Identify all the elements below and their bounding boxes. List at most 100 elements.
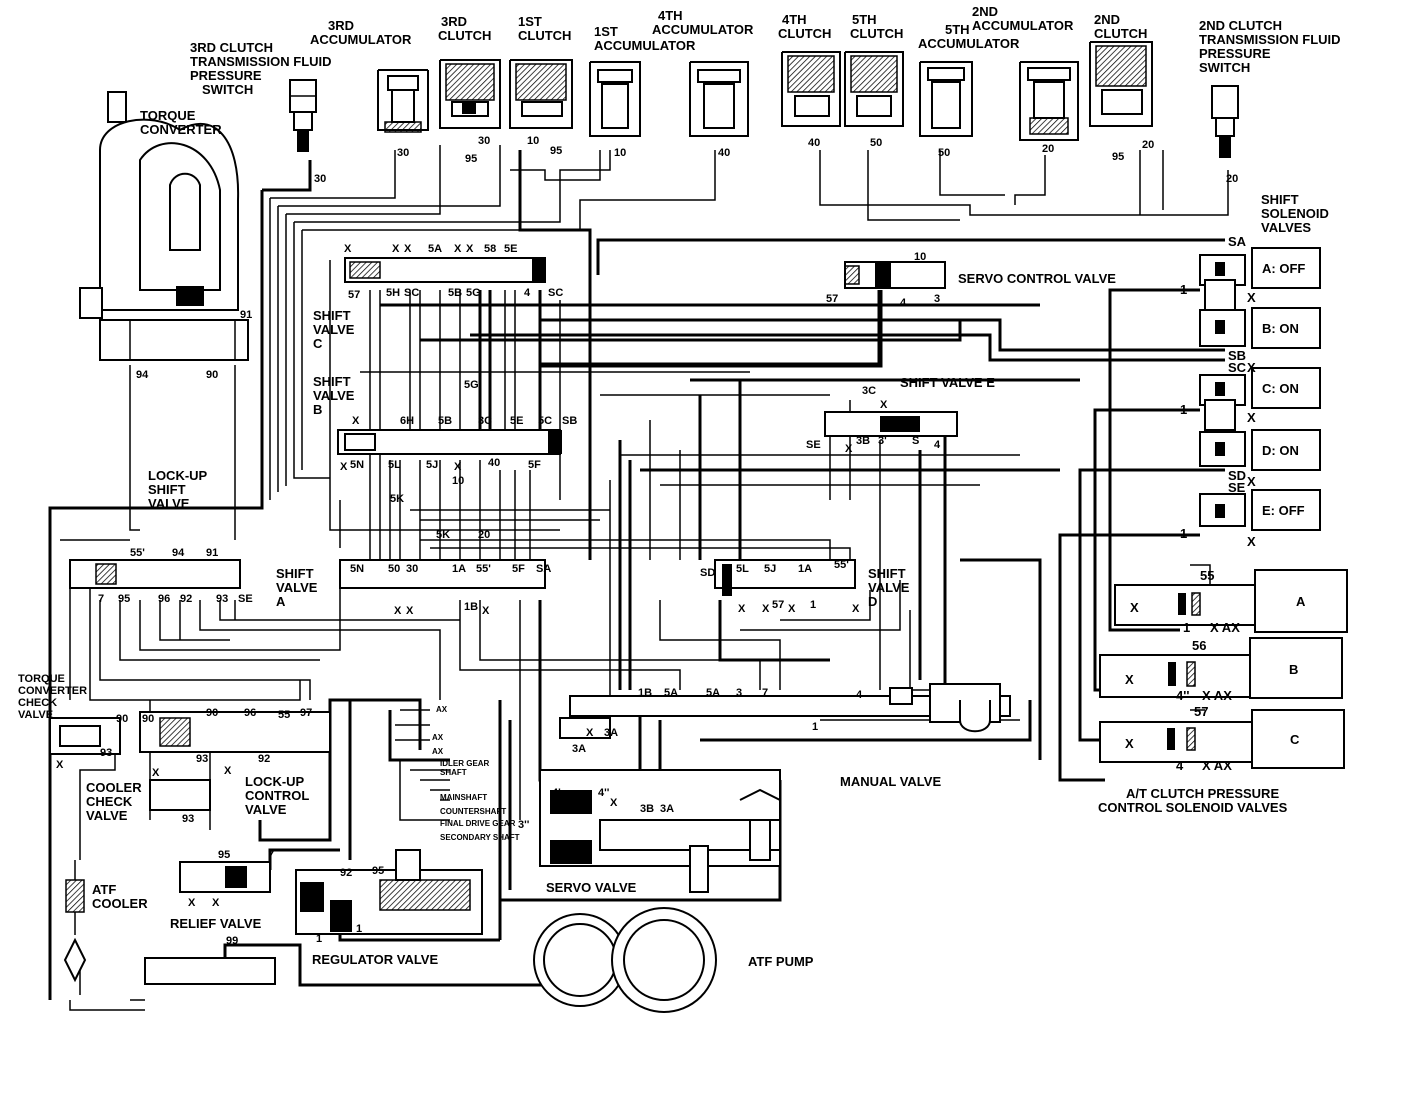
- port-tcc-x: X: [56, 759, 64, 771]
- port-se-se: SE: [806, 439, 821, 451]
- shift-valve-c: [344, 257, 546, 283]
- shaft-label-mainshaft: MAINSHAFT: [440, 793, 487, 802]
- pressure-solenoid-b-label: B: [1289, 662, 1298, 677]
- port-se-x: X: [880, 399, 888, 411]
- atf-pump: [533, 907, 717, 1013]
- regulator-valve: [295, 849, 483, 935]
- label-tc-check-valve-2: CONVERTER: [18, 685, 87, 697]
- port-acc-2nd: 20: [1042, 143, 1054, 155]
- port-sd-x3: X: [788, 603, 796, 615]
- port-mv-3a2: 3A: [572, 743, 586, 755]
- label-second-clutch-switch-1: 2ND CLUTCH: [1199, 18, 1282, 33]
- port-rv-x2: X: [212, 897, 220, 909]
- port-sv-x: X: [610, 797, 618, 809]
- pcs-b-x: X: [1125, 672, 1134, 687]
- label-second-clutch-switch-2: TRANSMISSION FLUID: [1199, 32, 1341, 47]
- port-mv-5a: 5A: [664, 687, 678, 699]
- solenoid-x-2: X: [1247, 360, 1256, 375]
- port-lc-93: 93: [196, 753, 208, 765]
- label-shift-valve-c-1: SHIFT: [313, 308, 351, 323]
- atf-cooler: [63, 879, 276, 985]
- torque-converter: [79, 91, 249, 361]
- port-sd-5l: 5L: [736, 563, 749, 575]
- port-se-s: S: [912, 435, 919, 447]
- label-second-acc-1: 2ND: [972, 4, 998, 19]
- shift-valve-a: [339, 559, 546, 589]
- port-sb-10: 10: [452, 475, 464, 487]
- label-third-clutch-switch-2: TRANSMISSION FLUID: [190, 54, 332, 69]
- label-shift-valve-d-3: D: [868, 594, 877, 609]
- shaft-labels: IDLER GEAR SHAFT MAINSHAFT COUNTERSHAFT …: [440, 759, 520, 842]
- shaft-label-final-drive: FINAL DRIVE GEAR: [440, 819, 516, 828]
- servo-control-valve: [844, 261, 946, 289]
- pressure-solenoid-c-port: 57: [1194, 704, 1208, 719]
- port-se-3b: 3B: [856, 435, 870, 447]
- label-manual-valve: MANUAL VALVE: [840, 774, 941, 789]
- label-second-clutch-2: CLUTCH: [1094, 26, 1147, 41]
- port-pump-99: 99: [226, 935, 238, 947]
- port-sd-5j: 5J: [764, 563, 776, 575]
- label-shift-valve-b-1: SHIFT: [313, 374, 351, 389]
- fifth-accumulator: [919, 61, 973, 137]
- port-lu-93: 93: [216, 593, 228, 605]
- pcs-b-4: 4'': [1176, 688, 1189, 703]
- label-clutch-pressure-1: A/T CLUTCH PRESSURE: [1126, 786, 1279, 801]
- port-sc-sc2: SC: [548, 287, 563, 299]
- second-clutch-pressure-switch: [1211, 85, 1239, 158]
- port-se-4: 4: [934, 439, 941, 451]
- pressure-solenoid-valves: [1099, 569, 1348, 769]
- shift-valve-e: [824, 411, 958, 437]
- fluid-lines: [48, 145, 1229, 1011]
- label-first-acc-2: ACCUMULATOR: [594, 38, 696, 53]
- port-lu-91: 91: [206, 547, 218, 559]
- port-sc-5a: 5A: [428, 243, 442, 255]
- port-lc-97: 97: [300, 707, 312, 719]
- label-first-acc-1: 1ST: [594, 24, 618, 39]
- first-accumulator: [589, 61, 641, 137]
- port-sd-x2: X: [762, 603, 770, 615]
- pressure-solenoid-b-port: 56: [1192, 638, 1206, 653]
- port-clutch-2nd-b: 20: [1142, 139, 1154, 151]
- port-reg-95: 95: [372, 865, 384, 877]
- port-clutch-1st-b: 95: [550, 145, 562, 157]
- port-acc-5th: 50: [938, 147, 950, 159]
- port-switch-2nd: 20: [1226, 173, 1238, 185]
- port-sd-x1: X: [738, 603, 746, 615]
- label-tc-check-valve-1: TORQUE: [18, 673, 65, 685]
- port-servo-3: 3: [934, 293, 940, 305]
- port-sa-5n: 5N: [350, 563, 364, 575]
- port-tc-90: 90: [206, 369, 218, 381]
- pcs-a-1: 1: [1183, 620, 1190, 635]
- label-tc-check-valve-4: VALVE: [18, 709, 53, 721]
- port-sa-x3: X: [482, 605, 490, 617]
- label-first-clutch-1: 1ST: [518, 14, 542, 29]
- port-sc-57: 57: [348, 289, 360, 301]
- port-ax1: AX: [436, 705, 448, 714]
- pcs-c-x: X: [1125, 736, 1134, 751]
- solenoid-port-1c: 1: [1180, 526, 1187, 541]
- port-sc-x2: X: [392, 243, 400, 255]
- solenoid-port-sa: SA: [1228, 234, 1247, 249]
- port-lu-se: SE: [238, 593, 253, 605]
- port-sc-5b: 5B: [448, 287, 462, 299]
- label-second-clutch-1: 2ND: [1094, 12, 1120, 27]
- port-switch-3rd: 30: [314, 173, 326, 185]
- label-atf-cooler-2: COOLER: [92, 896, 148, 911]
- port-mv-5a2: 5A: [706, 687, 720, 699]
- label-shift-valve-d-2: VALVE: [868, 580, 910, 595]
- port-sa-x1: X: [394, 605, 402, 617]
- port-sa-x2: X: [406, 605, 414, 617]
- port-sa-5k: 5K: [436, 529, 450, 541]
- shaft-label-shaft: SHAFT: [440, 768, 467, 777]
- port-tc-94: 94: [136, 369, 149, 381]
- port-sd-sd: SD: [700, 567, 715, 579]
- shaft-label-secondary: SECONDARY SHAFT: [440, 833, 520, 842]
- port-lc-x: X: [224, 765, 232, 777]
- port-sc-x1: X: [344, 243, 352, 255]
- port-ax3: AX: [432, 747, 444, 756]
- label-servo-valve: SERVO VALVE: [546, 880, 637, 895]
- port-sc-sc: SC: [404, 287, 419, 299]
- port-sb-6h: 6H: [400, 415, 414, 427]
- label-cooler-check-valve-2: CHECK: [86, 794, 133, 809]
